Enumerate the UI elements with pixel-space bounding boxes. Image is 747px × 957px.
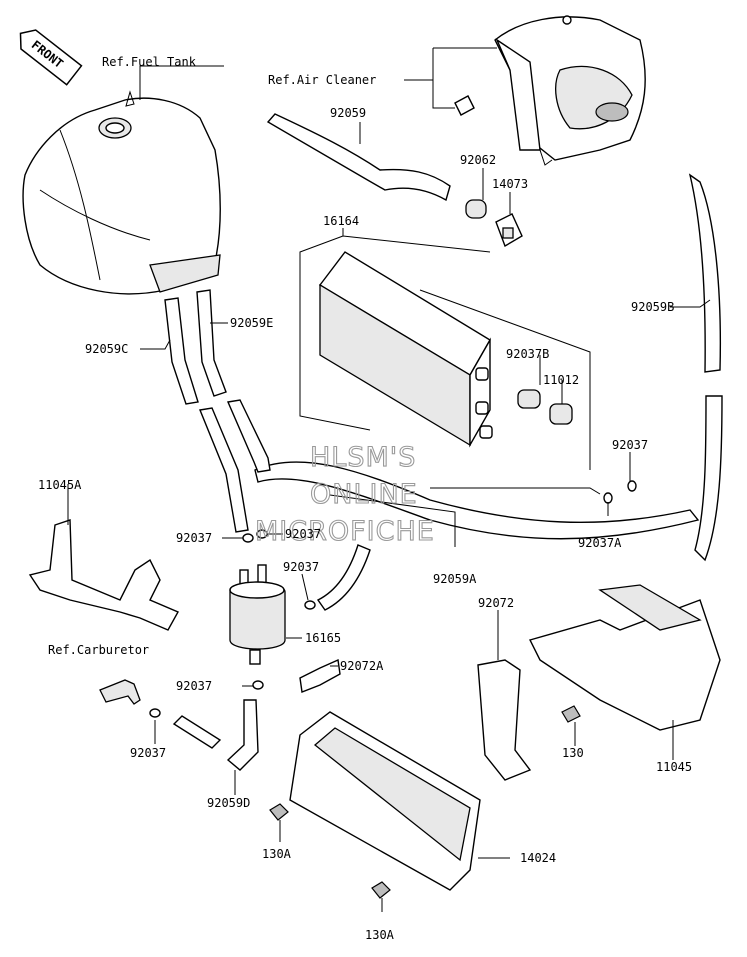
label-92059B: 92059B [631,300,674,314]
label-11012: 11012 [543,373,579,387]
label-16165: 16165 [305,631,341,645]
label-16164: 16164 [323,214,359,228]
hose-92059A [254,461,700,540]
label-92072A: 92072A [340,659,384,673]
label-92072: 92072 [478,596,514,610]
label-14073: 14073 [492,177,528,191]
label-14024: 14024 [520,851,556,865]
part-labels: Ref.Fuel Tank Ref.Air Cleaner 92059 9206… [38,55,692,942]
label-92059E: 92059E [230,316,273,330]
label-92037-lower: 92037 [283,560,319,574]
fuel-filter-16165 [229,564,286,665]
air-cleaner [454,15,646,166]
bolt-130 [561,705,581,723]
clamp-14073 [495,213,523,248]
label-92037-carb: 92037 [176,679,212,693]
watermark: HLSM'S ONLINE MICROFICHE [254,441,435,547]
clamp-92037B [517,389,541,409]
label-92037-mid: 92037 [285,527,321,541]
leader-lines [67,47,711,912]
label-92059C: 92059C [85,342,128,356]
label-92037B: 92037B [506,347,549,361]
canister-16164 [318,251,493,448]
label-92059D: 92059D [207,796,250,810]
label-92037-left: 92037 [176,531,212,545]
label-ref-fuel-tank: Ref.Fuel Tank [102,55,197,69]
bolt-130A-lower [371,881,391,899]
hose-filter-outlet [316,544,371,611]
front-arrow-icon: FRONT [19,29,83,86]
fuel-tank [22,90,221,295]
hose-92059E [196,289,227,397]
label-ref-carburetor: Ref.Carburetor [48,643,149,657]
label-92059: 92059 [330,106,366,120]
t-fitting [99,679,141,705]
watermark-line-2: ONLINE [310,479,418,510]
bolt-130A-upper [269,803,289,821]
label-130: 130 [562,746,584,760]
cover-14024 [289,711,481,891]
hose-92059D [172,715,222,749]
hose-92059C [164,297,199,405]
hose-92059D-elbow [226,699,259,771]
cap-11012 [549,403,573,425]
clamp-92072A [299,658,341,693]
label-11045A: 11045A [38,478,82,492]
label-92059A: 92059A [433,572,477,586]
watermark-line-3: MICROFICHE [255,516,435,547]
label-ref-air-cleaner: Ref.Air Cleaner [268,73,376,87]
hose-92059 [266,113,451,202]
bracket-92072 [477,659,532,781]
bracket-11045A [28,519,179,631]
fitting-92062 [465,199,487,219]
label-92037-bottom: 92037 [130,746,166,760]
label-130A-upper: 130A [262,847,292,861]
small-clamps [149,480,637,718]
watermark-line-1: HLSM'S [310,442,416,473]
bracket-11045 [528,584,721,731]
label-92037A: 92037A [578,536,622,550]
hose-92059C-lower [199,407,249,533]
hose-92059B-lower [694,395,723,562]
label-92062: 92062 [460,153,496,167]
label-130A-lower: 130A [365,928,395,942]
label-92037-top: 92037 [612,438,648,452]
label-11045: 11045 [656,760,692,774]
hose-92059E-lower [227,399,271,473]
hose-92059B [688,173,722,373]
